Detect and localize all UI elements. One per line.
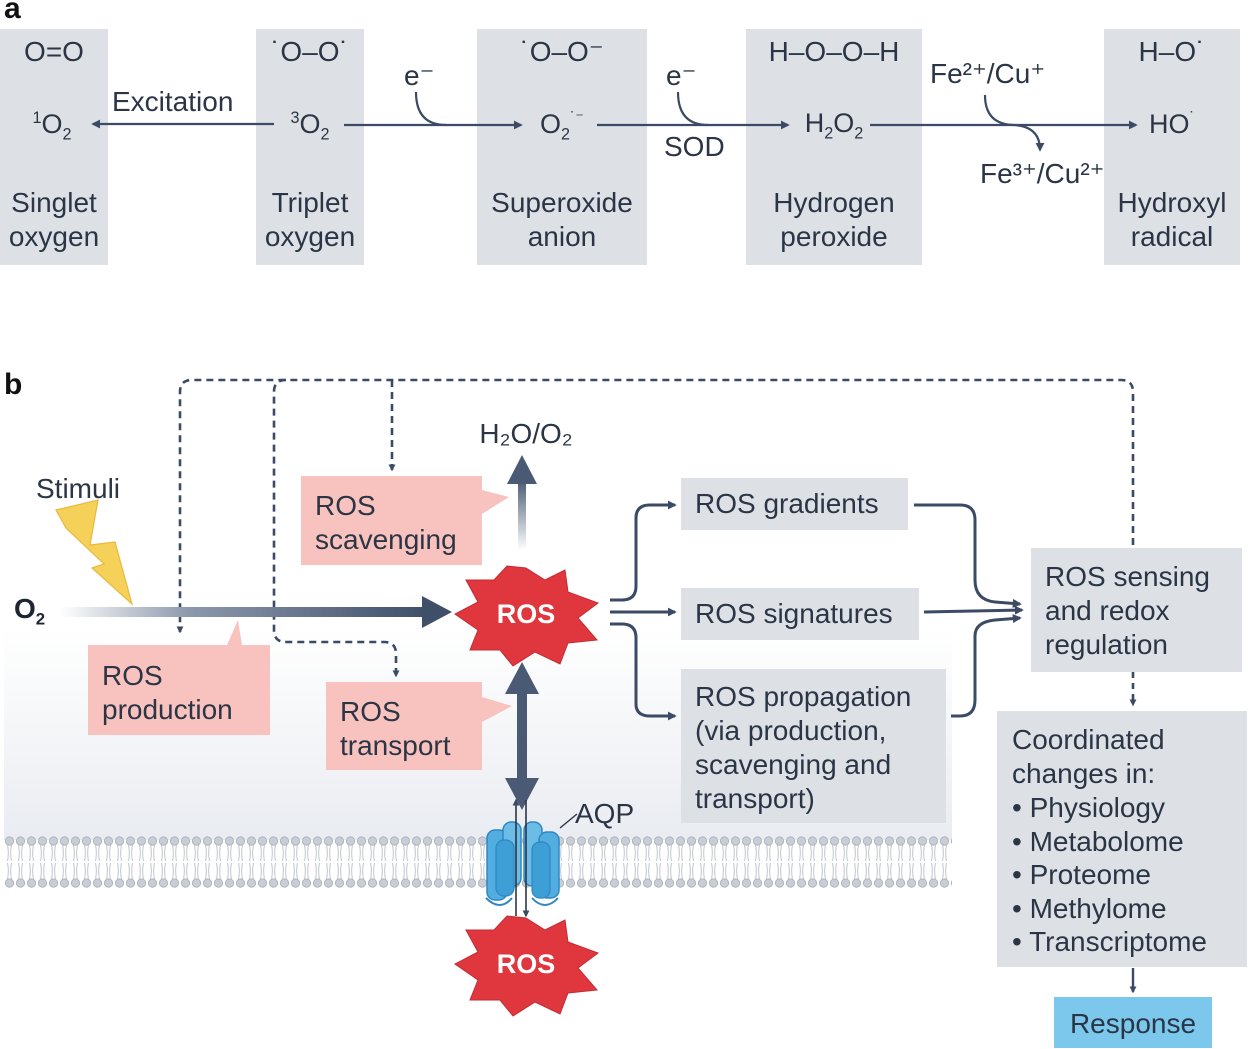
label-h2o-o2: H₂O/O₂ <box>479 418 573 449</box>
formula-superoxide: O2˙⁻ <box>540 109 584 144</box>
box-ros-propagation <box>681 669 946 823</box>
cell-membrane <box>4 836 952 888</box>
name-triplet: Triplet oxygen <box>264 187 356 252</box>
coordinated-item: • Metabolome <box>1012 825 1184 857</box>
box-triplet-oxygen <box>256 29 364 265</box>
arrow-signatures-to-sensing <box>923 605 1024 615</box>
arrow-to-propagation <box>610 622 677 721</box>
o2-flow-arrowhead <box>422 596 452 628</box>
structure-peroxide: H–O–O–H <box>768 36 900 67</box>
coordinated-title: Coordinated changes in: <box>1012 724 1165 789</box>
ros-star-main <box>454 565 600 667</box>
electron-curve-2 <box>676 91 709 127</box>
callout-production: ROS production <box>102 660 233 725</box>
formula-singlet: 1O2 <box>32 109 72 144</box>
o2-flow-bar <box>60 607 426 617</box>
up-arrowhead <box>507 455 537 484</box>
callout-transport-box <box>326 682 512 770</box>
electron-curve-1 <box>414 91 447 127</box>
panel-b <box>4 378 1247 1048</box>
feedback-line-transport <box>272 378 400 678</box>
coordinated-changes-block: Coordinated changes in: • Physiology • M… <box>1012 723 1207 959</box>
box-ros-sensing <box>1031 548 1242 672</box>
double-arrow-top-head <box>505 662 539 694</box>
name-hydroxyl: Hydroxyl radical <box>1117 187 1227 252</box>
box-singlet-oxygen <box>0 29 108 265</box>
arrow-to-gradients <box>610 500 677 602</box>
metal-curve <box>983 94 1045 152</box>
box-hydrogen-peroxide <box>746 29 922 265</box>
label-electron-1: e⁻ <box>404 60 435 91</box>
panel-a <box>0 29 1240 265</box>
arrow-gradients-to-sensing <box>914 503 1022 608</box>
label-o2: O2 <box>14 593 46 629</box>
callout-production-box <box>88 620 270 735</box>
label-sod: SOD <box>664 131 725 162</box>
box-coordinated-changes <box>997 711 1247 967</box>
callout-scavenging: ROS scavenging <box>315 490 457 555</box>
label-electron-2: e⁻ <box>666 60 697 91</box>
structure-superoxide: ˙O–O⁻ <box>520 36 604 67</box>
callout-transport: ROS transport <box>340 696 451 761</box>
structure-triplet: ˙O–O˙ <box>271 36 349 67</box>
box-superoxide-anion <box>477 29 647 265</box>
box-ros-signatures <box>681 588 919 640</box>
double-arrow-bottom-head <box>505 778 539 810</box>
label-metal-out: Fe³⁺/Cu²⁺ <box>980 158 1105 189</box>
aqp-channel-icon <box>485 798 578 918</box>
label-ros-signatures: ROS signatures <box>695 598 893 629</box>
ros-lower-text: ROS <box>496 949 556 979</box>
ros-star-lower <box>454 915 600 1017</box>
box-response <box>1054 997 1212 1048</box>
double-arrow-bar <box>517 686 527 784</box>
label-ros-gradients: ROS gradients <box>695 488 879 519</box>
coordinated-item: • Proteome <box>1012 859 1151 890</box>
label-aqp: AQP <box>575 798 635 829</box>
callout-scavenging-box <box>301 476 509 565</box>
lightning-icon <box>55 499 134 606</box>
panel-b-label: b <box>4 368 23 401</box>
name-superoxide: Superoxide anion <box>491 187 633 252</box>
coordinated-item: • Transcriptome <box>1012 926 1207 957</box>
feedback-line-production <box>176 378 1135 634</box>
structure-singlet: O=O <box>24 36 84 67</box>
name-peroxide: Hydrogen peroxide <box>773 187 895 252</box>
structure-hydroxyl: H–O˙ <box>1138 36 1206 67</box>
ros-main-text: ROS <box>496 599 556 629</box>
label-excitation: Excitation <box>112 86 234 117</box>
label-metal-in: Fe²⁺/Cu⁺ <box>930 58 1046 89</box>
arrow-propagation-to-sensing <box>951 614 1022 718</box>
coordinated-item: • Methylome <box>1012 892 1167 924</box>
label-stimuli: Stimuli <box>36 473 121 504</box>
box-hydroxyl-radical <box>1104 29 1240 265</box>
label-response: Response <box>1069 1008 1197 1039</box>
formula-hydroxyl: HO˙ <box>1149 109 1195 139</box>
formula-triplet: 3O2 <box>290 109 330 144</box>
formula-peroxide: H2O2 <box>804 108 864 143</box>
box-ros-gradients <box>681 478 908 530</box>
coordinated-item: • Physiology <box>1012 792 1165 823</box>
label-ros-sensing: ROS sensing and redox regulation <box>1045 561 1210 660</box>
label-ros-propagation: ROS propagation (via production, scaveng… <box>695 681 912 814</box>
name-singlet: Singlet oxygen <box>8 187 100 252</box>
panel-a-label: a <box>4 0 21 25</box>
up-arrow-bar <box>518 480 526 550</box>
